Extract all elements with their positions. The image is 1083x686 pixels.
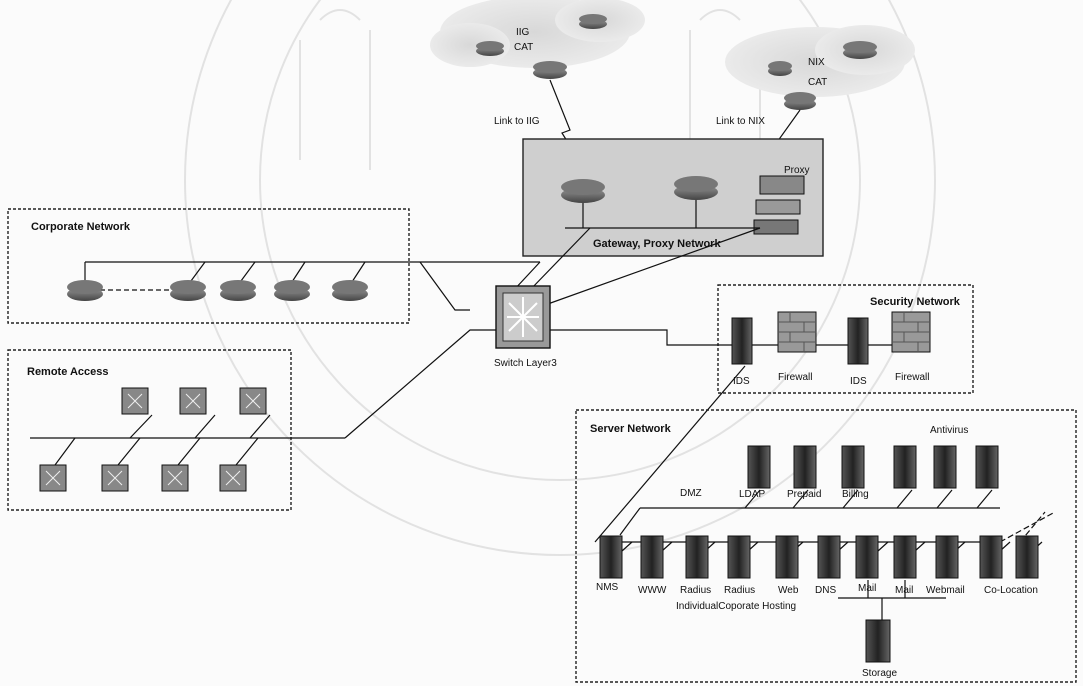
modem-icon xyxy=(220,465,246,491)
security-device-label: Firewall xyxy=(778,372,812,383)
server-label: NMS xyxy=(596,582,619,593)
billing-server-icon xyxy=(842,446,864,488)
storage-label: Storage xyxy=(862,668,897,679)
nms-server-icon xyxy=(600,536,622,578)
corporate-network-title: Corporate Network xyxy=(31,221,131,233)
prepaid-label: Prepaid xyxy=(787,489,821,500)
gateway-router-icon xyxy=(674,176,718,200)
link-to-iig-label: Link to IIG xyxy=(494,116,540,127)
colocation-server-icon xyxy=(980,536,1002,578)
corporate-router-icon xyxy=(274,280,310,301)
link-to-nix-label: Link to NIX xyxy=(716,116,765,127)
mail-server-icon xyxy=(894,536,916,578)
modem-icon xyxy=(40,465,66,491)
firewall-icon xyxy=(778,312,816,352)
ldap-server-icon xyxy=(748,446,770,488)
webmail-server-icon xyxy=(936,536,958,578)
gateway-router-icon xyxy=(561,179,605,203)
iig-cloud xyxy=(430,0,645,68)
corporate-router-icon xyxy=(170,280,206,301)
mail-server-icon xyxy=(856,536,878,578)
nix-cat-label: CAT xyxy=(808,77,827,88)
server-label: WWW xyxy=(638,585,667,596)
server-label: Co-Location xyxy=(984,585,1038,596)
server-label: DNS xyxy=(815,585,836,596)
remote-access-title: Remote Access xyxy=(27,366,109,378)
nix-router-icon xyxy=(768,61,792,76)
iig-router-icon xyxy=(579,14,607,29)
radius-server-icon xyxy=(728,536,750,578)
layer3-switch-icon xyxy=(496,286,550,348)
corporate-branch-lines xyxy=(85,262,365,285)
server-label: Radius xyxy=(680,585,711,596)
hosting-label: IndividualCoporate Hosting xyxy=(676,601,796,612)
switch-uplink-lines xyxy=(345,228,760,438)
server-network-title: Server Network xyxy=(590,423,672,435)
iig-cat-label: CAT xyxy=(514,42,533,53)
security-to-server-line xyxy=(595,366,745,542)
switch-label: Switch Layer3 xyxy=(494,358,557,369)
modem-icon xyxy=(102,465,128,491)
firewall-icon xyxy=(892,312,930,352)
antivirus-server-icon xyxy=(894,446,916,488)
proxy-server-icon xyxy=(754,176,804,234)
www-server-icon xyxy=(641,536,663,578)
nix-router-icon xyxy=(784,92,816,110)
dmz-label: DMZ xyxy=(680,488,702,499)
nix-label: NIX xyxy=(808,57,825,68)
ids-icon xyxy=(848,318,868,364)
corporate-router-icon xyxy=(67,280,103,301)
modem-icon xyxy=(240,388,266,414)
corporate-router-icon xyxy=(332,280,368,301)
web-server-icon xyxy=(776,536,798,578)
colocation-server-icon xyxy=(1016,536,1038,578)
modem-icon xyxy=(122,388,148,414)
modem-icon xyxy=(180,388,206,414)
proxy-label: Proxy xyxy=(784,165,810,176)
antivirus-label: Antivirus xyxy=(930,425,968,436)
modem-icon xyxy=(162,465,188,491)
billing-label: Billing xyxy=(842,489,869,500)
dns-server-icon xyxy=(818,536,840,578)
radius-server-icon xyxy=(686,536,708,578)
security-device-label: Firewall xyxy=(895,372,929,383)
dmz-link-line xyxy=(620,508,640,535)
nix-router-icon xyxy=(843,41,877,59)
prepaid-server-icon xyxy=(794,446,816,488)
iig-router-icon xyxy=(533,61,567,79)
ids-icon xyxy=(732,318,752,364)
remote-branch-lines xyxy=(55,415,270,465)
antivirus-server-icon xyxy=(976,446,998,488)
server-label: Radius xyxy=(724,585,755,596)
iig-label: IIG xyxy=(516,27,530,38)
server-label: Mail xyxy=(895,585,913,596)
security-network-title: Security Network xyxy=(870,296,961,308)
storage-server-icon xyxy=(866,620,890,662)
server-label: Mail xyxy=(858,583,876,594)
security-device-label: IDS xyxy=(850,376,867,387)
server-label: Webmail xyxy=(926,585,965,596)
ldap-label: LDAP xyxy=(739,489,765,500)
server-label: Web xyxy=(778,585,799,596)
corporate-router-icon xyxy=(220,280,256,301)
antivirus-server-icon xyxy=(934,446,956,488)
iig-router-icon xyxy=(476,41,504,56)
